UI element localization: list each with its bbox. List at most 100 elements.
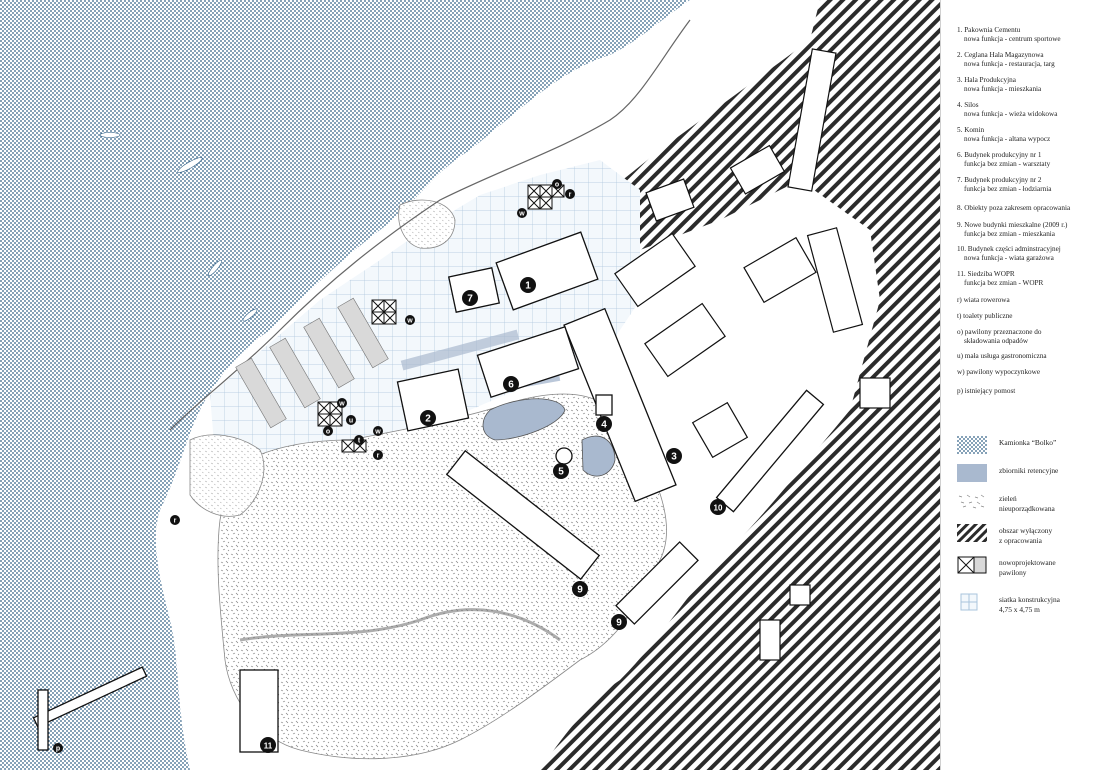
excluded-building <box>859 377 891 409</box>
building-7 <box>447 267 501 313</box>
facility-marker: w <box>373 426 383 436</box>
pier <box>32 666 148 728</box>
excluded-building <box>743 236 817 304</box>
pavilion-row <box>303 317 355 389</box>
building-number-marker: 9 <box>611 614 627 630</box>
legend-item-subtitle: nowa funkcja - altana wypocz <box>964 135 1051 143</box>
pavilion-cluster <box>527 184 565 210</box>
building-number-label: 2 <box>425 414 431 425</box>
building-1 <box>495 231 599 311</box>
building-number-marker: 9 <box>572 581 588 597</box>
building-number-marker: 4 <box>596 416 612 432</box>
legend-item-subtitle: nowa funkcja - wiata garażowa <box>964 254 1054 262</box>
excluded-building <box>789 584 811 606</box>
legend-item-title: t) toalety publiczne <box>957 312 1013 320</box>
facility-marker-label: w <box>518 211 525 218</box>
building-number-label: 1 <box>525 281 531 292</box>
excluded-building <box>806 227 864 333</box>
tree-cluster <box>189 434 265 517</box>
facility-marker-label: t <box>358 438 361 445</box>
building-number-label: 9 <box>616 618 622 629</box>
legend-item-title: w) pawilony wypoczynkowe <box>957 368 1041 376</box>
building-number-label: 11 <box>264 742 273 751</box>
facility-marker-label: o <box>555 182 559 189</box>
legend-item-title: 4. Silos <box>957 101 979 109</box>
boat-icon <box>99 132 121 138</box>
legend-item: t) toalety publiczne <box>957 312 1097 321</box>
facility-marker-label: u <box>349 418 353 425</box>
facility-marker-label: r <box>569 192 572 199</box>
pier <box>37 689 49 751</box>
facility-marker: r <box>170 515 180 525</box>
legend-item-title: 6. Budynek produkcyjny nr 1 <box>957 151 1042 159</box>
building-number-label: 9 <box>577 585 583 596</box>
legend-item-title: 11. Siedziba WOPR <box>957 270 1015 278</box>
legend-item-subtitle: funkcja bez zmian - łodziarnia <box>964 185 1052 193</box>
legend-item-title: 5. Komin <box>957 126 985 134</box>
legend-item-title: 3. Hala Produkcyjna <box>957 76 1016 84</box>
legend-item-subtitle: funkcja bez zmian - mieszkania <box>964 230 1055 238</box>
pavilion-row <box>235 357 287 429</box>
facility-marker: p <box>53 743 63 753</box>
facility-marker-label: o <box>326 429 330 436</box>
legend-item-subtitle: nowa funkcja - wieża widokowa <box>964 110 1058 118</box>
legend-item-title: 10. Budynek części adminstracyjnej <box>957 245 1061 253</box>
facility-marker-label: r <box>377 453 380 460</box>
facility-marker-label: w <box>406 318 413 325</box>
legend-swatch-solid-blue-icon <box>957 464 987 482</box>
excluded-building <box>759 619 781 661</box>
building-number-marker: 7 <box>462 290 478 306</box>
building-number-label: 6 <box>508 380 514 391</box>
building-number-label: 3 <box>671 452 677 463</box>
excluded-building <box>644 302 726 378</box>
facility-marker-label: r <box>174 518 177 525</box>
legend-item-title: 9. Nowe budynki mieszkalne (2009 r.) <box>957 221 1068 229</box>
legend-item: w) pawilony wypoczynkowe <box>957 368 1097 377</box>
building-number-marker: 3 <box>666 448 682 464</box>
boat-icon <box>242 308 258 322</box>
legend-swatch-pavilion-icon <box>957 556 987 574</box>
legend-item: u) mała usługa gastronomiczna <box>957 352 1097 361</box>
excluded-building <box>729 144 786 195</box>
legend-item-title: r) wiata rowerowa <box>957 296 1010 304</box>
legend-swatch-greenery-icon <box>957 492 987 510</box>
facility-marker: r <box>373 450 383 460</box>
legend-item: 8. Obiekty poza zakresem opracowania <box>957 204 1097 213</box>
facility-marker: w <box>337 398 347 408</box>
legend-item-title: 1. Pakownia Cementu <box>957 26 1021 34</box>
excluded-building <box>645 178 695 222</box>
retention-pond <box>482 398 566 441</box>
building-number-marker: 1 <box>520 277 536 293</box>
facility-marker-label: w <box>338 401 345 408</box>
tree-cluster <box>398 199 456 249</box>
building-2 <box>396 368 470 432</box>
excluded-building <box>614 232 696 308</box>
legend-swatch-label: zbiorniki retencyjne <box>999 466 1059 475</box>
legend-item-title: u) mała usługa gastronomiczna <box>957 352 1047 360</box>
legend-item-subtitle: nowa funkcja - centrum sportowe <box>964 35 1061 43</box>
building-4 <box>595 394 613 416</box>
facility-marker: w <box>517 208 527 218</box>
facility-marker: o <box>323 426 333 436</box>
building-6 <box>476 326 580 398</box>
facility-marker: u <box>346 415 356 425</box>
excluded-building <box>787 48 837 192</box>
road <box>239 608 561 642</box>
legend-item-title: 2. Ceglana Hala Magazynowa <box>957 51 1044 59</box>
facility-marker-label: w <box>374 429 381 436</box>
building-9b <box>615 541 699 625</box>
building-9a <box>445 449 601 581</box>
building-number-marker: 10 <box>710 499 726 515</box>
